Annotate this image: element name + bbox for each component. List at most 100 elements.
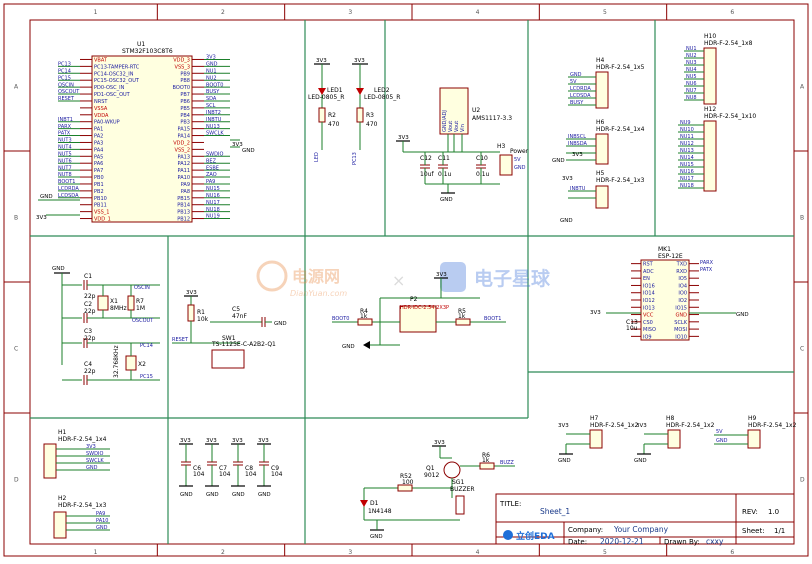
h12-net-label: NU16 — [680, 169, 694, 175]
r5-ref: R5 — [458, 308, 466, 315]
sheet-label: Sheet: — [742, 527, 765, 535]
decoup-3v3-label: 3V3 — [206, 438, 217, 444]
h12-net-label: NU11 — [680, 134, 694, 140]
mk1-left-pin-label: ADC — [643, 269, 654, 275]
u1-right-pin-label: VSS_2 — [175, 147, 190, 153]
u1-right-pin-label: BOOT0 — [173, 85, 190, 91]
u1-vdd2-3v3: 3V3 — [232, 142, 243, 148]
u1-right-net-label: ZAO — [206, 172, 217, 178]
h3-pin1: 5V — [514, 157, 521, 163]
u2-pin-label: Vout — [448, 121, 454, 132]
mk1-body — [640, 259, 690, 341]
u1-right-net-label: BOOT0 — [206, 82, 223, 88]
mk1-right-pin-label: IO15 — [675, 305, 687, 311]
u1-left-pin-label: VDDA — [94, 113, 109, 119]
r52-value: 100 — [402, 479, 414, 486]
reset-3v3: 3V3 — [186, 290, 197, 296]
h12-net-label: NU17 — [680, 176, 694, 182]
u1-right-net-label: BUSY — [206, 89, 220, 95]
u1-left-net-label: PATX — [58, 131, 71, 137]
u1-left-net-label: NUT4 — [58, 145, 72, 151]
r3-body — [356, 107, 364, 123]
u1-right-pin-label: PB6 — [180, 99, 190, 105]
mk1-right-pin-label: TXD — [676, 262, 687, 268]
decoupling-caps[interactable]: 3V3C6104GND3V3C7104GND3V3C8104GND3V3C910… — [179, 438, 283, 498]
u1-stm32[interactable]: U1 STM32F103C8T6 VBATPC13-TAMPER-RTCPC13… — [36, 41, 255, 223]
u1-right-net-label: NU15 — [206, 186, 220, 192]
u1-right-net-label: SWCLK — [206, 131, 224, 137]
reset-section[interactable]: 3V3 R1 10k RESET C5 47nF GND SW1 TS-1125… — [172, 290, 287, 369]
h12-net-label: NU14 — [680, 155, 694, 161]
mk1-ref: MK1 — [658, 246, 671, 253]
p2-gnd-arrow-icon — [363, 341, 370, 349]
header-column[interactable]: H4 HDR-F-2.54_1x5 GND5VLCDRDALCDSDABUSY … — [552, 57, 645, 224]
h5-gnd: GND — [560, 218, 573, 224]
h9-net-5v: 5V — [716, 429, 723, 435]
h1-ref: H1 — [58, 429, 67, 436]
u2-caps — [420, 152, 500, 185]
u1-left-pin-label: PB1 — [94, 182, 104, 188]
decoup-cap-ref: C8 — [245, 465, 253, 472]
decoup-gnd-label: GND — [232, 492, 245, 498]
d1-ref: D1 — [370, 500, 379, 507]
u2-3v3-label: 3V3 — [398, 135, 409, 141]
frame-row-mark: A — [800, 84, 805, 91]
buzzer-net: BUZZ — [500, 460, 514, 466]
r2-body — [318, 107, 326, 123]
r2-value: 470 — [328, 121, 340, 128]
h9-ref: H9 — [748, 415, 757, 422]
q1-icon — [443, 461, 461, 479]
u1-right-net-label: INBT2 — [206, 110, 221, 116]
h3-pin2: GND — [514, 165, 526, 171]
x1-body — [97, 295, 109, 311]
decoup-cap-ref: C6 — [193, 465, 201, 472]
mk1-left-pin-label: MISO — [643, 327, 656, 333]
h3-body — [499, 154, 513, 176]
mk1-esp12e-section[interactable]: MK1 ESP-12E RSTADCENIO16IO14IO12IO13VCCC… — [590, 246, 749, 341]
u1-right-net-label: GND — [206, 62, 218, 68]
led2-icon — [356, 88, 364, 95]
frame-col-mark: 1 — [94, 549, 98, 556]
h12-net-label: NU13 — [680, 148, 694, 154]
h4-net-label: LCDSDA — [570, 93, 591, 99]
decoup-cap-ref: C7 — [219, 465, 227, 472]
p2-ref: P2 — [410, 296, 418, 303]
buzzer-section[interactable]: 3V3 Q1 9012 R6 1k BUZZ R52 100 D1 1N4148… — [360, 440, 515, 540]
u1-left-pin-label: PB10 — [94, 196, 107, 202]
header-right-column[interactable]: H10 HDR-F-2.54_1x8 NU1NU2NU3NU4NU5NU6NU7… — [678, 33, 756, 192]
led-section[interactable]: 3V3 3V3 LED1 LED-0805_R LED2 LED-0805_R … — [308, 58, 400, 165]
mk1-left-pin-label: IO9 — [643, 334, 652, 340]
u1-left-pin-label: PA0-WKUP — [94, 120, 120, 126]
reset-net: RESET — [172, 337, 189, 343]
watermark-logo-icon — [256, 260, 288, 292]
u1-right-net-label: 3V3 — [206, 55, 216, 61]
small-headers[interactable]: H7 HDR-F-2.54_1x2 3V3 GND H8 HDR-F-2.54_… — [558, 415, 797, 464]
mk1-right-pin-label: RXD — [676, 269, 687, 275]
p2-boot-section[interactable]: 3V3 P2 HDR-IDC-2.54-2X3P R4 1k R5 1k BOO… — [332, 272, 506, 350]
oscillator-section[interactable]: GND C1 22p C2 22p X1 8MHz R7 1M C3 22p C… — [52, 266, 160, 385]
h1-value: HDR-F-2.54_1x4 — [58, 436, 107, 443]
h6-net-label: INBSDA — [568, 141, 587, 147]
frame-col-mark: 3 — [348, 549, 352, 556]
u1-right-pin-label: VSS_3 — [175, 64, 190, 70]
u2-body — [439, 87, 469, 135]
d1-icon — [360, 500, 368, 507]
u1-right-pin-label: VDD_3 — [173, 57, 190, 63]
h5-ref: H5 — [596, 170, 605, 177]
u1-right-pin-label: PA12 — [178, 161, 190, 167]
u1-left-pin-label: PD1-OSC_OUT — [94, 92, 131, 98]
u1-ref: U1 — [137, 41, 145, 48]
frame-col-mark: 2 — [221, 9, 225, 16]
h12-net-label: NU12 — [680, 141, 694, 147]
u1-right-net-label: SWDIO — [206, 151, 223, 157]
h10-ref: H10 — [704, 33, 716, 40]
mk1-left-pin-label: IO14 — [643, 291, 655, 297]
r5-value: 1k — [458, 313, 466, 320]
u1-left-pin-label: PC13-TAMPER-RTC — [94, 64, 140, 70]
